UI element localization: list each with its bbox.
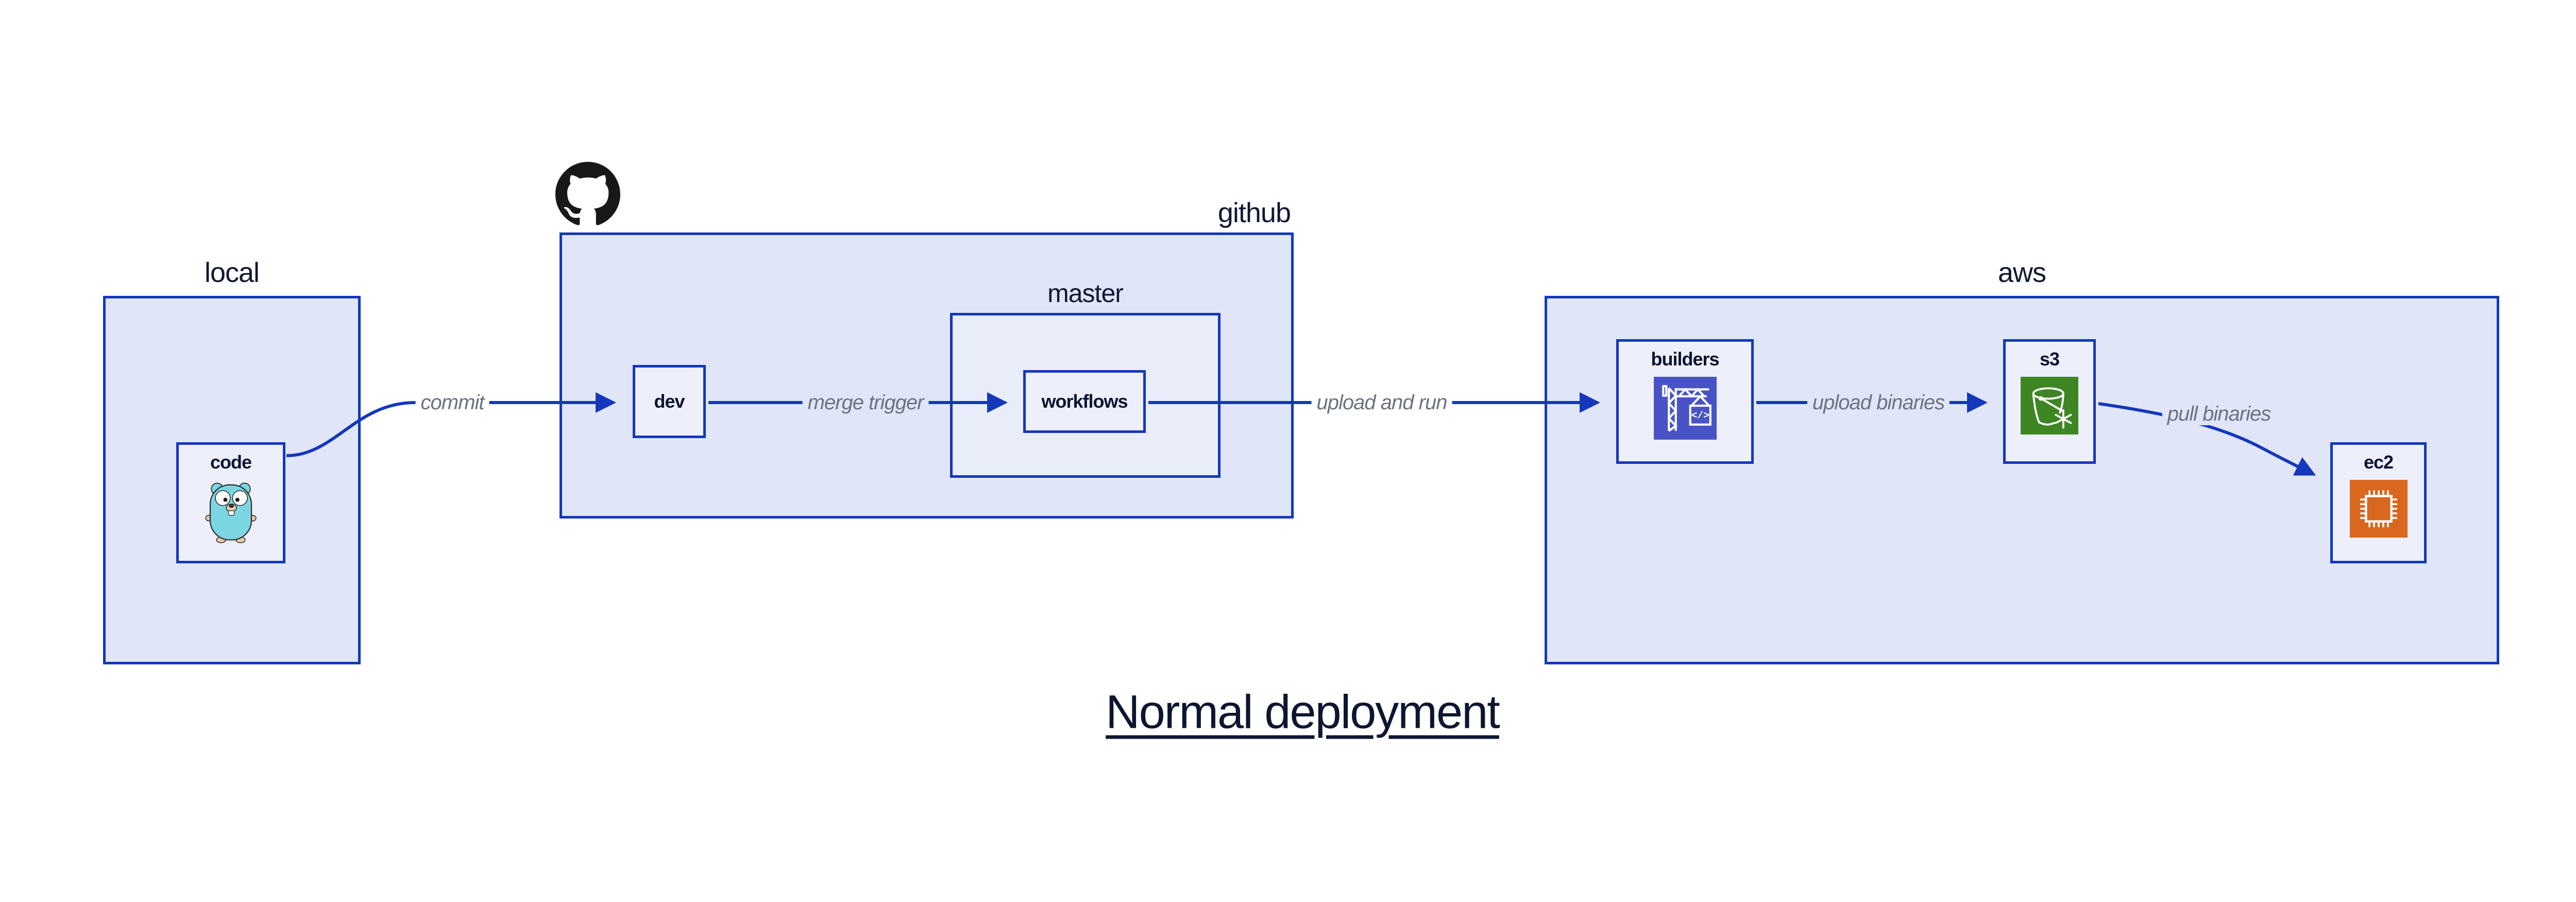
node-ec2-label: ec2 [2363, 452, 2394, 473]
local-container-title: local [204, 257, 260, 288]
aws-container-title: aws [1997, 257, 2046, 288]
github-octocat-logo [555, 162, 620, 225]
node-builders-label: builders [1651, 348, 1719, 370]
node-s3-label: s3 [2039, 348, 2060, 370]
node-code-label: code [210, 452, 252, 473]
node-workflows-label: workflows [1041, 391, 1128, 412]
edge-label-upload-binaries: upload binaries [1807, 391, 1950, 414]
go-gopher-icon [205, 482, 257, 543]
node-s3: s3 [2003, 339, 2096, 464]
edge-label-upload-and-run: upload and run [1311, 391, 1452, 414]
master-branch-title: master [1047, 279, 1124, 308]
node-builders: builders </> [1616, 339, 1754, 464]
diagram-title: Normal deployment [1106, 686, 1500, 739]
svg-text:</>: </> [1691, 410, 1709, 421]
node-ec2: ec2 [2330, 442, 2427, 563]
edge-label-pull-binaries: pull binaries [2162, 403, 2276, 425]
node-dev-label: dev [654, 391, 685, 412]
node-workflows: workflows [1023, 370, 1146, 433]
github-container-title: github [1217, 197, 1291, 228]
node-dev: dev [633, 365, 706, 438]
aws-codebuild-crane-icon: </> [1653, 376, 1717, 440]
edge-label-commit: commit [415, 391, 489, 414]
aws-s3-bucket-snowflake-icon [2021, 376, 2078, 435]
edge-label-merge-trigger: merge trigger [802, 391, 929, 414]
aws-ec2-chip-icon [2349, 479, 2408, 538]
node-code: code [176, 442, 285, 563]
